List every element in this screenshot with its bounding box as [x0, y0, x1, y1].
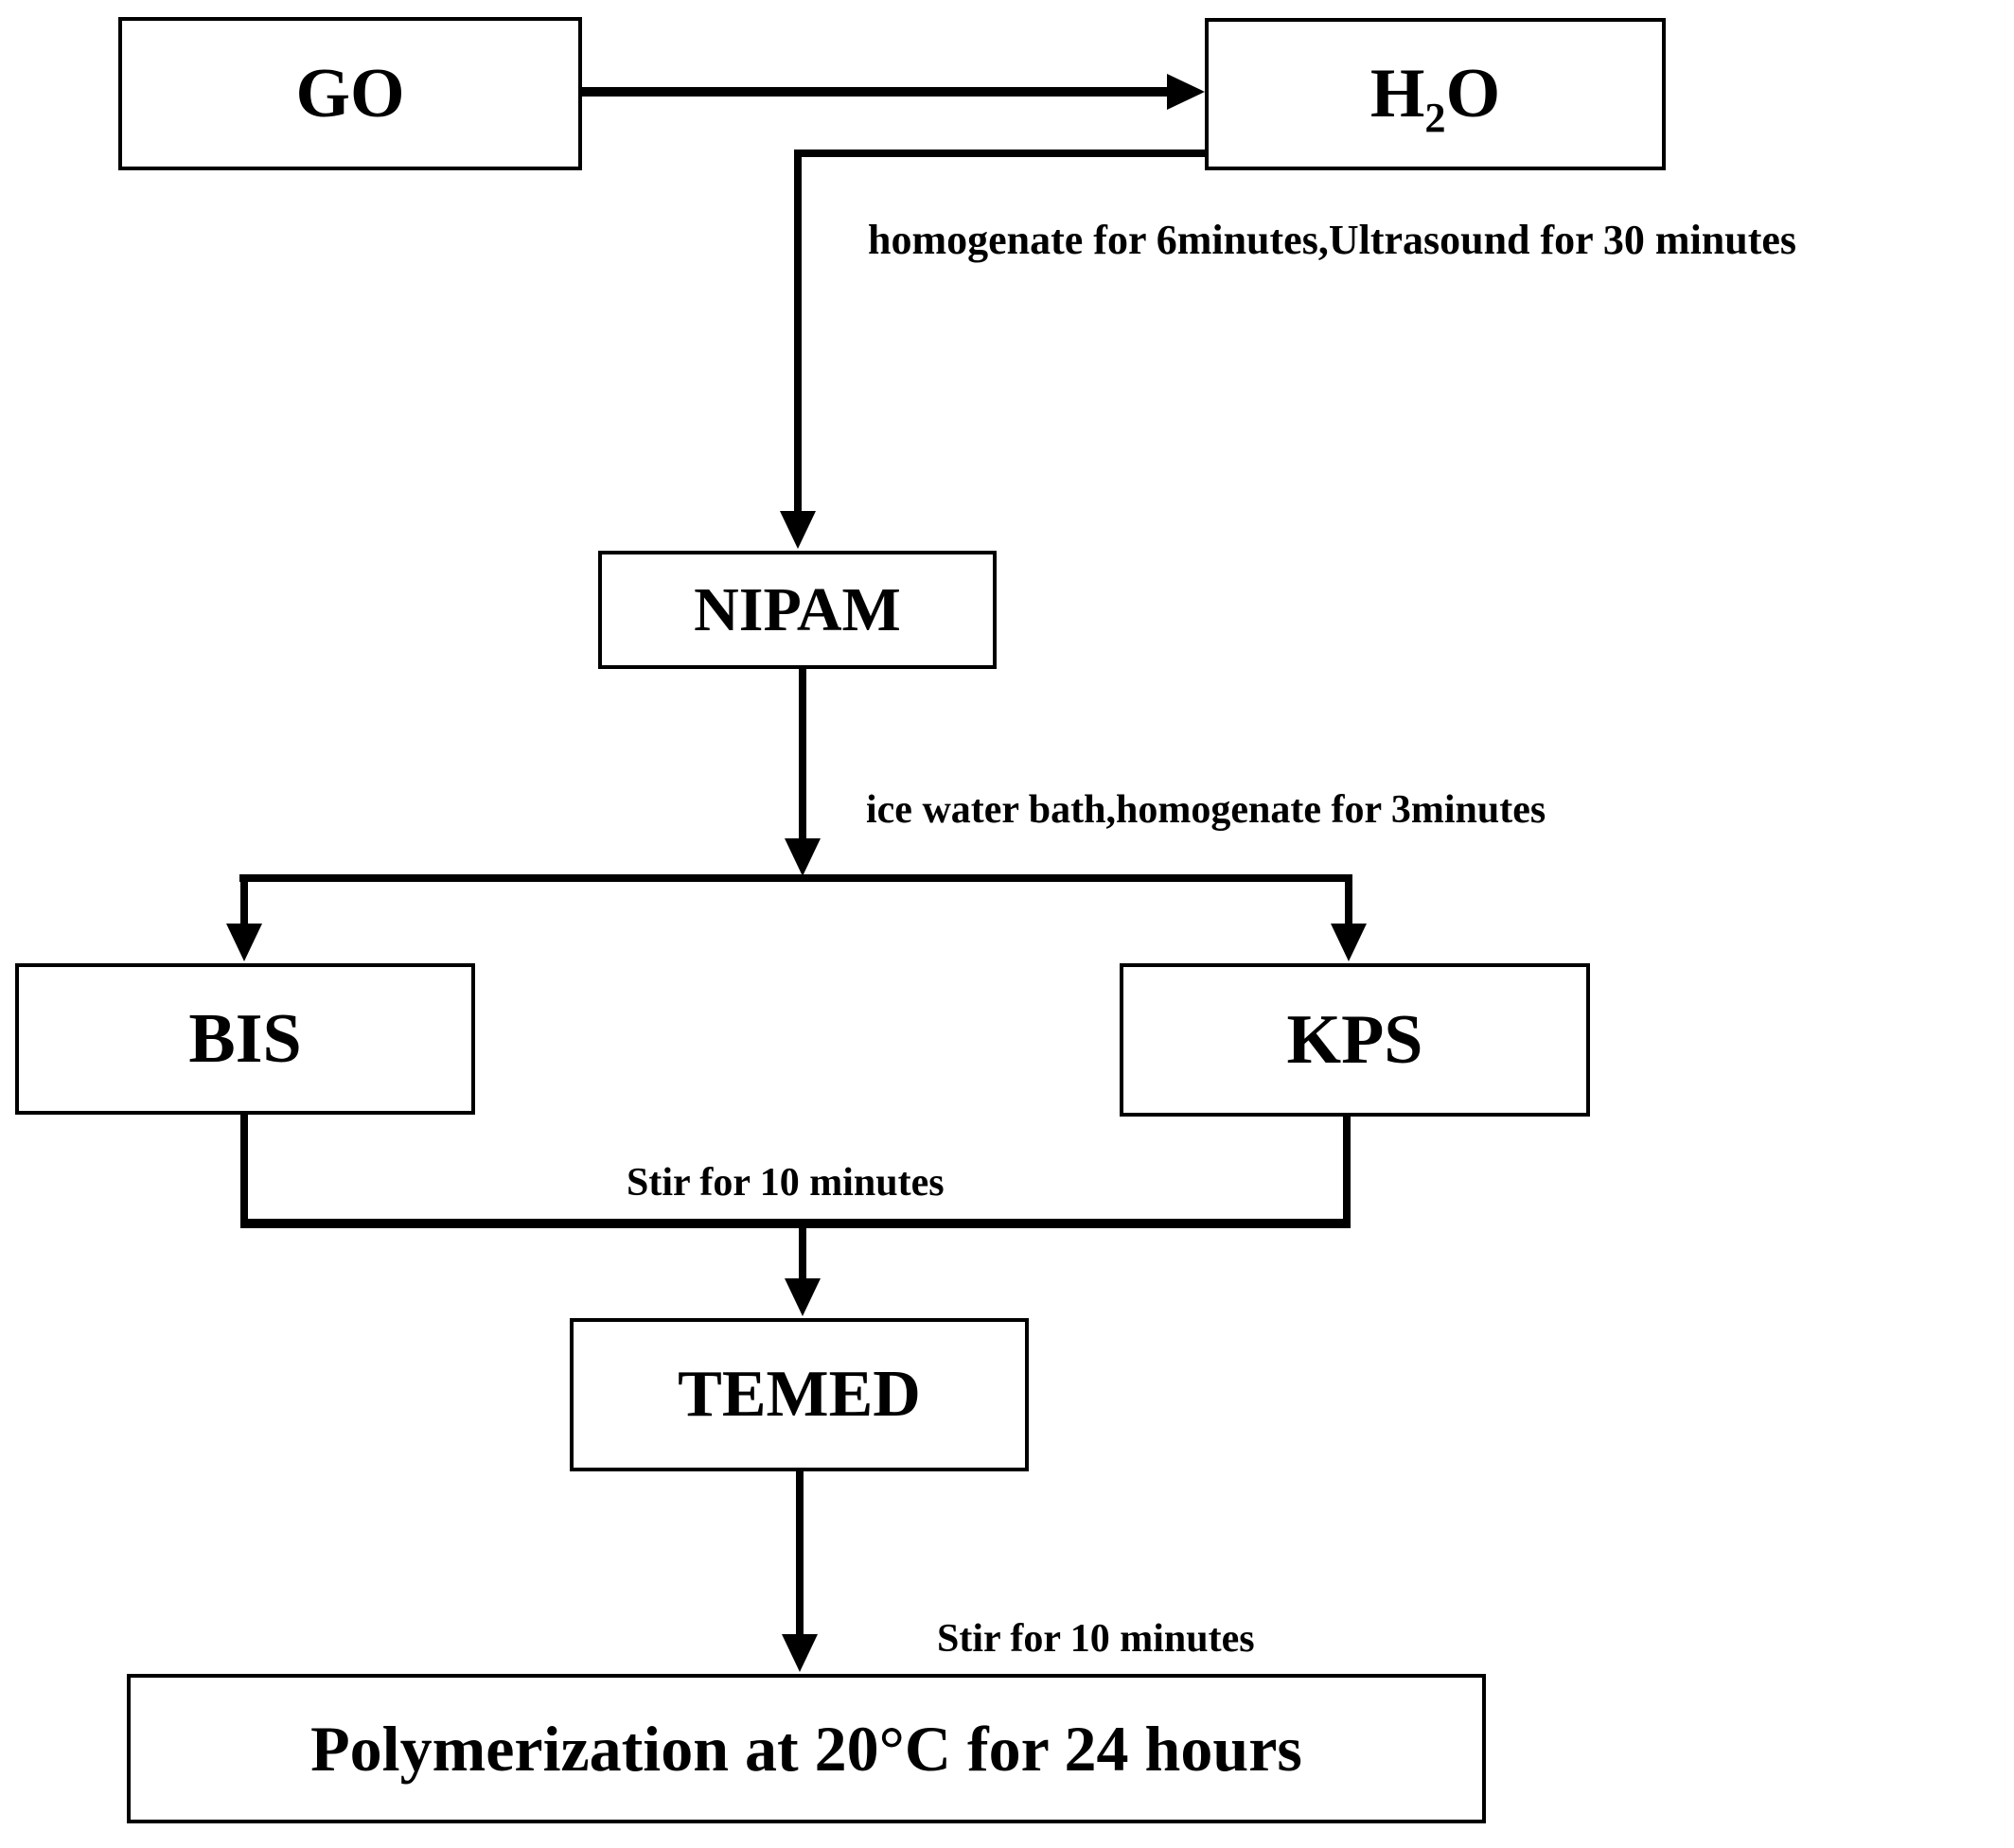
- merge-bar-line: [240, 1219, 1351, 1228]
- h2o-subscript: 2: [1424, 93, 1446, 141]
- edge-h2o-nipam-arrowhead-icon: [780, 511, 816, 549]
- node-polymerization: Polymerization at 20°C for 24 hours: [127, 1674, 1486, 1823]
- node-go-label: GO: [295, 54, 405, 132]
- edge-h2o-nipam-horizontal-line: [798, 150, 1205, 157]
- node-bis: BIS: [15, 963, 475, 1115]
- edge-temed-polymerization-line: [796, 1471, 804, 1636]
- node-kps: KPS: [1120, 963, 1590, 1117]
- node-temed-label: TEMED: [678, 1358, 921, 1431]
- node-go: GO: [118, 17, 582, 170]
- node-kps-label: KPS: [1286, 1000, 1423, 1079]
- node-bis-label: BIS: [188, 999, 302, 1078]
- edge-label-homogenate: homogenate for 6minutes,Ultrasound for 3…: [868, 217, 1797, 263]
- edge-go-h2o-line: [582, 87, 1173, 97]
- node-temed: TEMED: [570, 1318, 1029, 1471]
- edge-h2o-nipam-vertical-line: [794, 150, 802, 515]
- node-nipam-label: NIPAM: [694, 574, 901, 644]
- edge-split-kps-arrowhead-icon: [1331, 924, 1367, 961]
- edge-label-stir-1: Stir for 10 minutes: [627, 1161, 945, 1205]
- node-h2o-label: H2O: [1369, 55, 1501, 141]
- edge-temed-polymerization-arrowhead-icon: [782, 1634, 818, 1672]
- edge-go-h2o-arrowhead-icon: [1167, 74, 1205, 110]
- node-nipam: NIPAM: [598, 551, 997, 669]
- edge-merge-temed-arrowhead-icon: [785, 1278, 821, 1316]
- split-bar-line: [239, 874, 1352, 882]
- edge-label-stir-2: Stir for 10 minutes: [937, 1617, 1255, 1661]
- edge-merge-temed-line: [799, 1228, 806, 1282]
- edge-split-bis-arrowhead-icon: [226, 924, 262, 961]
- node-h2o: H2O: [1205, 18, 1666, 170]
- edge-nipam-split-arrowhead-icon: [785, 838, 821, 876]
- edge-nipam-split-line: [799, 669, 806, 842]
- edge-label-ice-water: ice water bath,homogenate for 3minutes: [866, 788, 1546, 832]
- edge-kps-merge-line: [1343, 1117, 1351, 1225]
- node-polymerization-label: Polymerization at 20°C for 24 hours: [310, 1712, 1302, 1785]
- edge-bis-merge-line: [240, 1115, 248, 1225]
- edge-split-bis-line: [240, 882, 248, 925]
- edge-split-kps-line: [1345, 882, 1352, 925]
